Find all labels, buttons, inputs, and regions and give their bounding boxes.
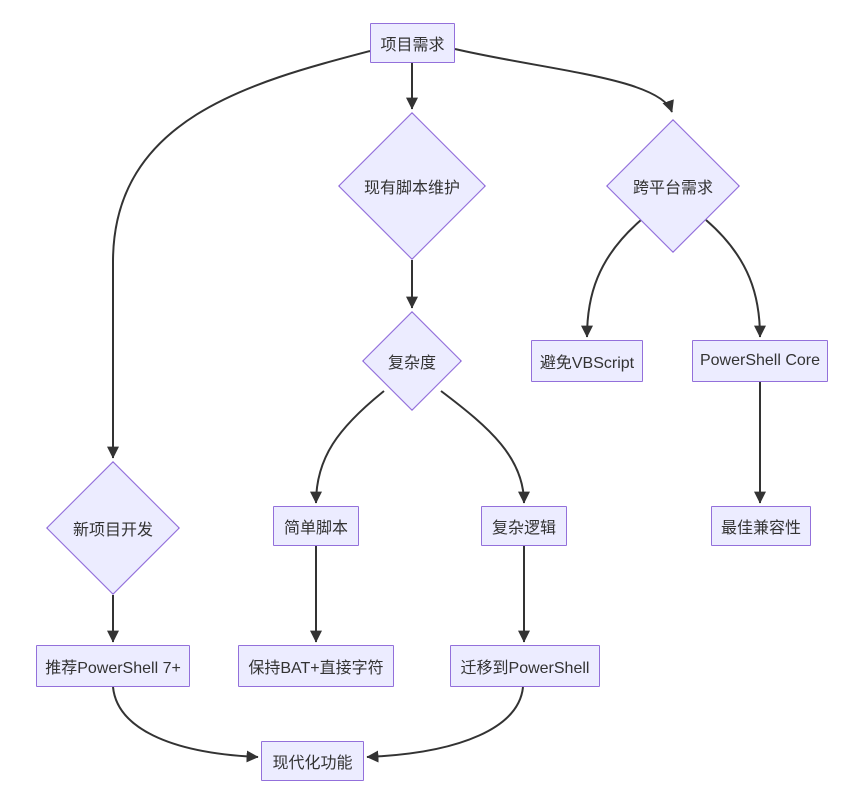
node-complexity: 复杂度 bbox=[362, 311, 462, 411]
edge-complexity-to-simplescript bbox=[310, 390, 385, 504]
node-label: 保持BAT+直接字符 bbox=[248, 660, 384, 677]
node-label: 复杂逻辑 bbox=[491, 520, 556, 537]
node-complex-logic: 复杂逻辑 bbox=[481, 506, 567, 546]
node-label: 避免VBScript bbox=[539, 355, 635, 372]
node-powershell-core: PowerShell Core bbox=[692, 340, 828, 382]
edge-recommendps7-to-modernfeatures bbox=[112, 686, 259, 763]
node-modern-features: 现代化功能 bbox=[261, 741, 364, 781]
node-keep-bat: 保持BAT+直接字符 bbox=[238, 645, 394, 687]
node-recommend-powershell7: 推荐PowerShell 7+ bbox=[36, 645, 190, 687]
node-migrate-to-powershell: 迁移到PowerShell bbox=[450, 645, 600, 687]
node-existing-script-maintenance: 现有脚本维护 bbox=[338, 112, 486, 260]
node-label: 最佳兼容性 bbox=[720, 520, 801, 537]
node-label: 现代化功能 bbox=[272, 755, 353, 772]
node-new-project-development: 新项目开发 bbox=[46, 461, 180, 595]
node-project-requirements: 项目需求 bbox=[370, 23, 455, 63]
edge-projectreq-to-newproject bbox=[107, 50, 371, 459]
node-cross-platform-requirement: 跨平台需求 bbox=[606, 119, 740, 253]
edge-crossplatform-to-powershellcore bbox=[705, 219, 766, 338]
node-label: 迁移到PowerShell bbox=[460, 660, 590, 677]
node-label: 跨平台需求 bbox=[632, 180, 713, 197]
node-best-compatibility: 最佳兼容性 bbox=[711, 506, 811, 546]
edge-complexity-to-complexlogic bbox=[440, 390, 530, 504]
edge-migrateps-to-modernfeatures bbox=[366, 686, 524, 763]
node-label: 复杂度 bbox=[387, 355, 436, 372]
node-label: 新项目开发 bbox=[72, 522, 153, 539]
node-label: 项目需求 bbox=[380, 37, 445, 54]
node-label: 现有脚本维护 bbox=[363, 180, 460, 197]
node-label: PowerShell Core bbox=[699, 352, 821, 369]
node-avoid-vbscript: 避免VBScript bbox=[531, 340, 643, 382]
edge-projectreq-to-crossplatform bbox=[454, 48, 674, 113]
node-label: 推荐PowerShell 7+ bbox=[45, 660, 181, 677]
edge-crossplatform-to-avoidvbscript bbox=[581, 219, 642, 338]
node-label: 简单脚本 bbox=[283, 520, 348, 537]
node-simple-script: 简单脚本 bbox=[273, 506, 359, 546]
